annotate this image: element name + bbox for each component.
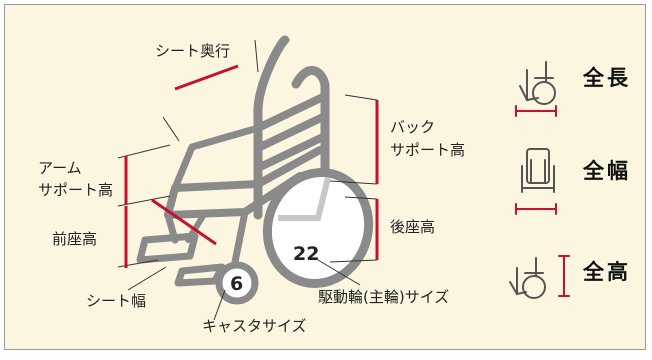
front-view-wheelchair-icon	[515, 148, 557, 215]
caster-size-label: キャスタサイズ	[202, 317, 307, 335]
seat-width-label: シート幅	[86, 292, 146, 310]
dimension-guides	[117, 39, 378, 321]
rear-seat-height-label: 後座高	[390, 218, 435, 236]
back-support-label-line2: サポート高	[390, 141, 465, 159]
front-seat-height-label: 前座高	[52, 230, 97, 248]
seat-depth-label: シート奥行	[155, 42, 230, 60]
legend-overall-width-label: 全幅	[582, 159, 631, 183]
arm-support-label-line2: サポート高	[38, 181, 113, 199]
legend-overall-height-label: 全高	[582, 260, 631, 284]
caster-wheel	[215, 261, 259, 305]
arm-support-label-line1: アーム	[38, 159, 82, 177]
measurement-bars	[124, 64, 379, 268]
wheelchair-illustration	[136, 35, 330, 287]
side-view-wheelchair-height-icon	[509, 255, 570, 299]
back-support-label-line1: バック	[390, 118, 435, 136]
drive-wheel	[262, 168, 374, 288]
legend-overall-length-label: 全長	[582, 66, 631, 90]
drive-wheel-size-label: 駆動輪(主輪)サイズ	[318, 288, 449, 306]
drive-wheel-number: 22	[293, 243, 319, 265]
caster-number: 6	[230, 273, 243, 295]
side-view-wheelchair-icon	[515, 61, 557, 117]
